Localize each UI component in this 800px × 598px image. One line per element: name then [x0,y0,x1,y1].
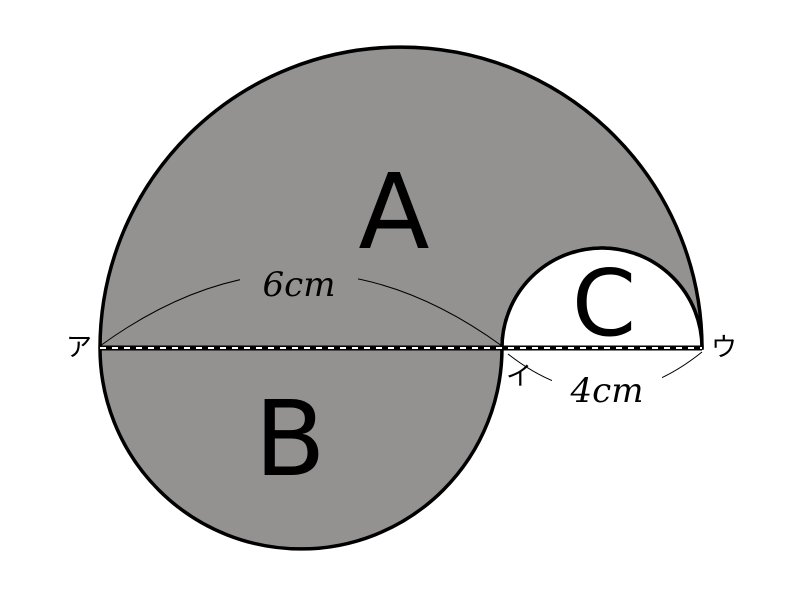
region-a-label: A [358,151,429,273]
length-label-4cm: 4cm [570,371,644,411]
region-b-label: B [254,378,325,500]
point-i-label: イ [506,362,532,392]
point-a-label: ア [66,333,92,363]
label-background-6cm [240,262,358,304]
region-c-semicircle [500,246,704,350]
label-background-4cm [552,368,662,410]
length-label-6cm: 6cm [263,265,336,305]
region-c-label: C [572,250,636,357]
point-u-label: ウ [711,333,737,363]
